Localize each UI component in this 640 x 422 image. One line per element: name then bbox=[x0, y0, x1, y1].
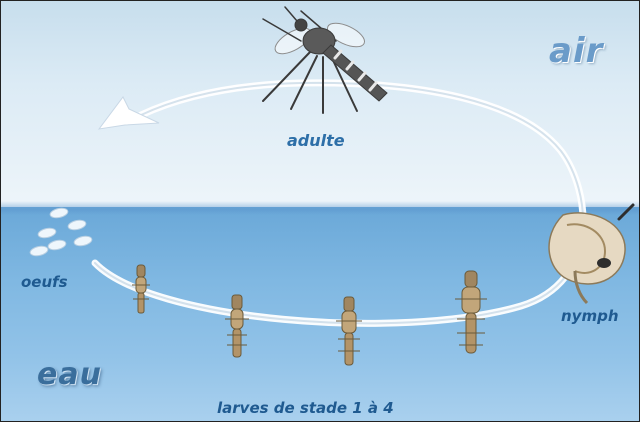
stage-label-adult: adulte bbox=[287, 131, 345, 150]
eggs-icon bbox=[29, 207, 92, 258]
larva-icon bbox=[132, 265, 487, 365]
zone-label-air: air bbox=[549, 31, 603, 71]
pupa-icon bbox=[549, 205, 633, 303]
zone-label-water: eau bbox=[37, 357, 102, 392]
cycle-ring bbox=[95, 83, 583, 323]
stage-label-nymph: nymph bbox=[561, 307, 619, 325]
stage-label-larvae: larves de stade 1 à 4 bbox=[217, 399, 394, 417]
stage-label-eggs: oeufs bbox=[21, 273, 68, 291]
mosquito-adult-icon bbox=[263, 7, 387, 113]
